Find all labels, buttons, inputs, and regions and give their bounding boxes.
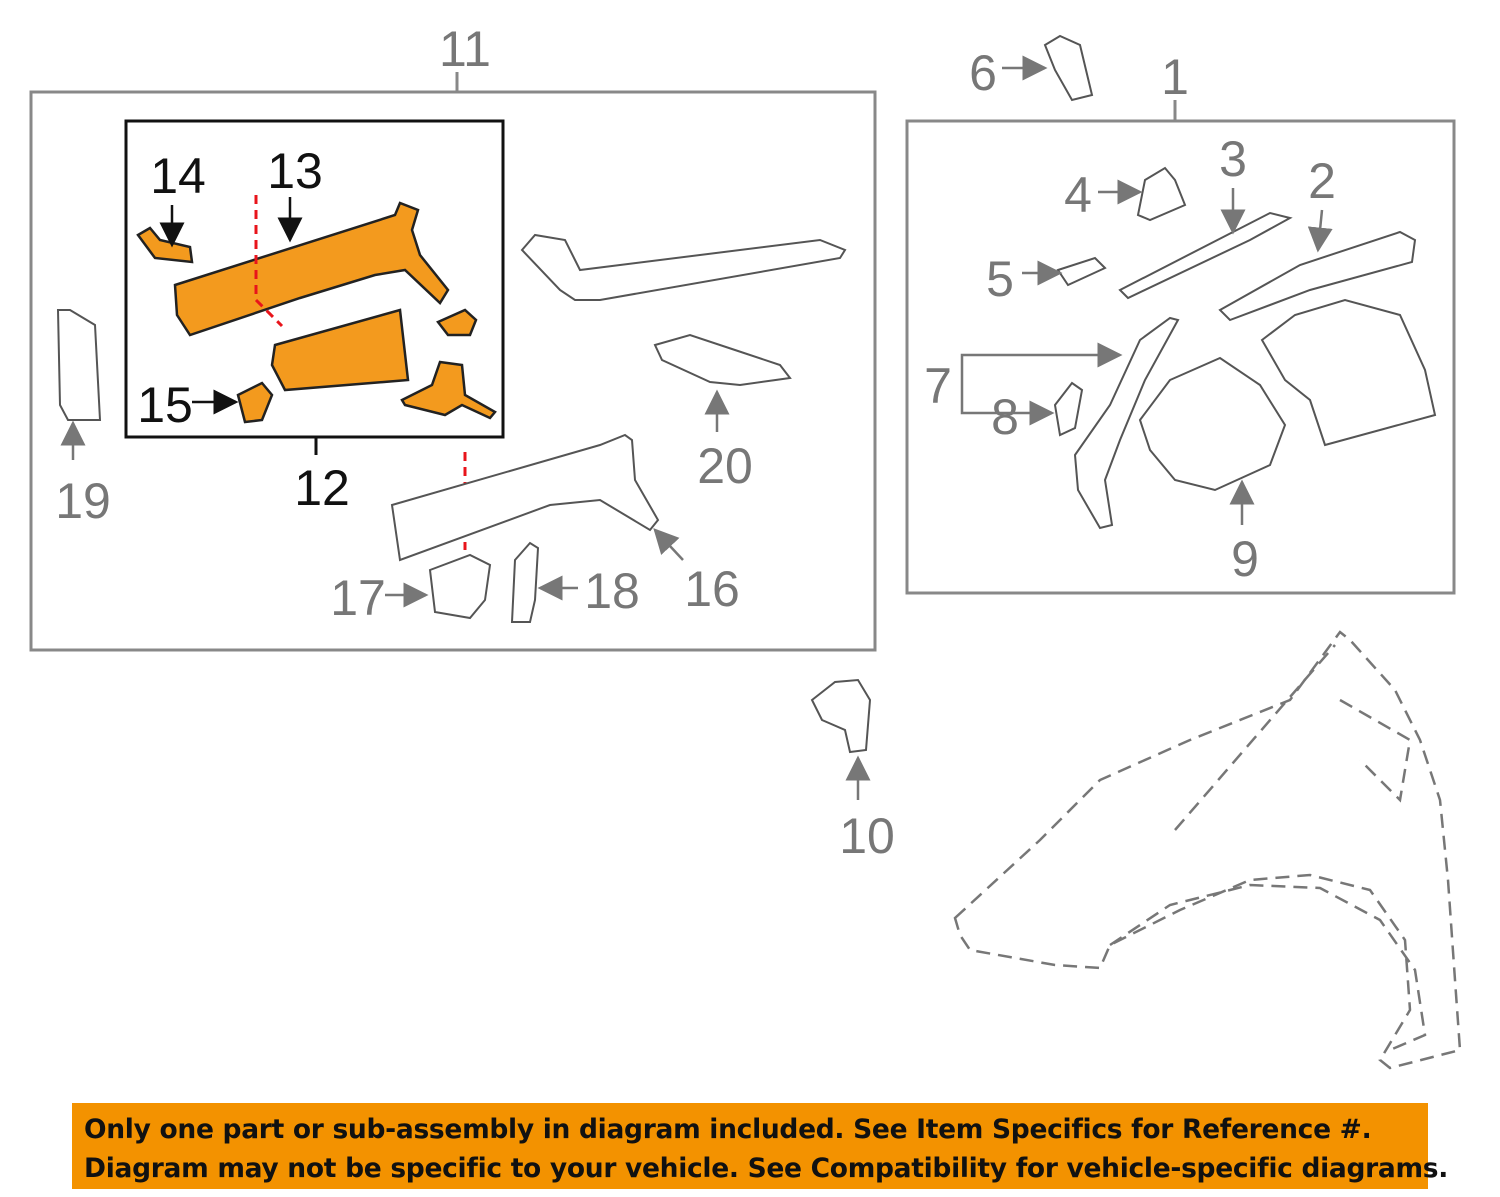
part-14-bracket[interactable] — [136, 226, 194, 264]
label-16: 16 — [684, 561, 740, 617]
part-apron[interactable] — [1260, 298, 1437, 447]
disclaimer-line-1: Only one part or sub-assembly in diagram… — [84, 1114, 1372, 1145]
part-5[interactable] — [1056, 256, 1107, 287]
label-3: 3 — [1219, 131, 1247, 187]
label-4: 4 — [1064, 167, 1092, 223]
label-19: 19 — [55, 473, 111, 529]
group-box-11 — [29, 90, 877, 652]
highlighted-part-group-12[interactable] — [136, 201, 497, 424]
part-9[interactable] — [1138, 356, 1287, 492]
label-14: 14 — [150, 148, 206, 204]
label-8: 8 — [991, 389, 1019, 445]
part-mount-bracket[interactable] — [400, 360, 497, 420]
part-19[interactable] — [56, 309, 102, 421]
label-12: 12 — [294, 460, 350, 516]
part-18[interactable] — [510, 541, 540, 623]
fender-outline — [953, 630, 1462, 1070]
label-5: 5 — [986, 251, 1014, 307]
disclaimer-line-2: Diagram may not be specific to your vehi… — [84, 1153, 1449, 1184]
part-10[interactable] — [810, 678, 872, 754]
label-20: 20 — [697, 438, 753, 494]
label-18: 18 — [584, 563, 640, 619]
disclaimer-banner: Only one part or sub-assembly in diagram… — [72, 1103, 1449, 1189]
label-17: 17 — [330, 570, 386, 626]
label-6: 6 — [969, 45, 997, 101]
label-10: 10 — [839, 808, 895, 864]
part-rail-extension[interactable] — [270, 308, 410, 392]
label-2: 2 — [1308, 153, 1336, 209]
part-2[interactable] — [1218, 230, 1417, 322]
part-6[interactable] — [1043, 34, 1094, 102]
label-7: 7 — [924, 358, 952, 414]
part-16-rail[interactable] — [390, 433, 660, 562]
part-15-bracket[interactable] — [236, 381, 274, 424]
part-8[interactable] — [1053, 381, 1084, 437]
group-box-1 — [905, 119, 1456, 595]
part-17[interactable] — [428, 553, 492, 620]
part-small-bracket[interactable] — [436, 308, 478, 337]
label-9: 9 — [1231, 531, 1259, 587]
label-13: 13 — [267, 143, 323, 199]
label-15: 15 — [137, 377, 193, 433]
label-1: 1 — [1161, 49, 1189, 105]
part-7[interactable] — [1073, 316, 1180, 530]
part-4[interactable] — [1136, 166, 1187, 222]
part-13-rail[interactable] — [173, 201, 450, 337]
label-11: 11 — [439, 21, 491, 77]
part-upper-rail[interactable] — [520, 233, 847, 301]
part-20[interactable] — [653, 333, 792, 387]
